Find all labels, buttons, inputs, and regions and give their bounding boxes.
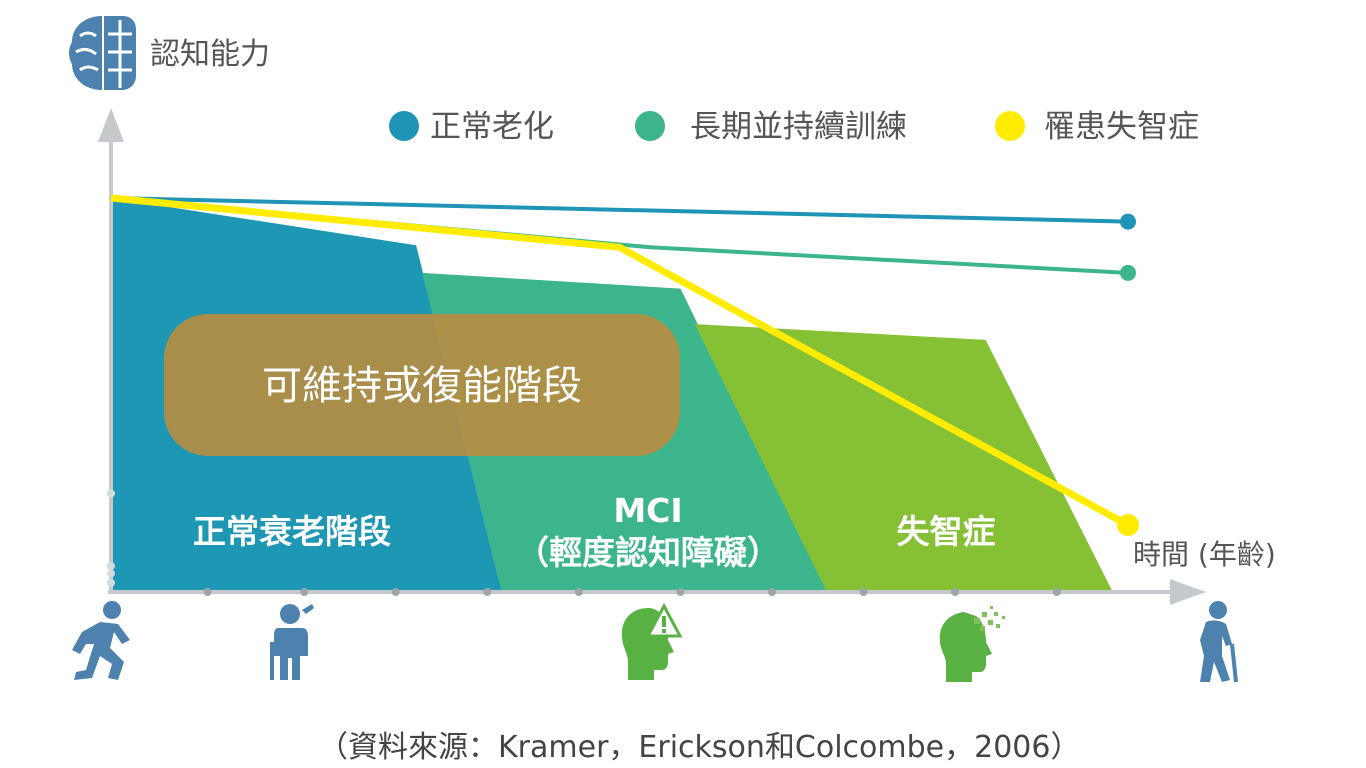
y-axis-title: 認知能力 <box>150 37 270 72</box>
y-axis-tick <box>107 569 115 578</box>
series-line-training-end-marker <box>1120 264 1136 281</box>
series-line-normal-aging-end-marker <box>1120 213 1136 230</box>
y-axis-arrow <box>98 108 124 142</box>
x-axis-tick <box>391 588 400 596</box>
x-axis-tick <box>951 588 960 596</box>
y-axis-tick <box>107 578 115 587</box>
x-axis-tick <box>574 588 583 596</box>
stage-label-dementia: 失智症 <box>897 512 996 551</box>
x-axis-tick <box>483 588 492 596</box>
maintain-restore-band <box>164 314 680 456</box>
stage-area-dementia <box>694 324 1113 592</box>
brain-icon <box>69 16 136 90</box>
elderly-walker-icon <box>1200 601 1238 683</box>
head-warning-icon <box>621 602 683 680</box>
head-dissolving-icon <box>939 606 1005 682</box>
stage-label-mci: MCI <box>613 491 682 530</box>
series-line-dementia <box>110 194 1130 529</box>
legend-dot-dementia <box>995 111 1025 141</box>
legend-label-normal-aging: 正常老化 <box>430 109 554 145</box>
x-axis-tick <box>676 588 685 596</box>
series-lines <box>110 194 1139 537</box>
x-axis-tick <box>1052 588 1061 596</box>
x-axis-tick <box>300 588 309 596</box>
y-axis-tick <box>107 489 115 498</box>
x-axis-title: 時間 (年齡) <box>1133 538 1276 571</box>
x-axis-tick <box>859 588 868 596</box>
source-note: （資料來源：Kramer，Erickson和Colcombe，2006） <box>318 730 1080 765</box>
legend-label-dementia: 罹患失智症 <box>1044 109 1199 145</box>
band-label: 可維持或復能階段 <box>262 363 582 409</box>
x-axis-tick <box>768 588 777 596</box>
legend: 正常老化 長期並持續訓練 罹患失智症 <box>389 109 1199 145</box>
legend-dot-normal-aging <box>389 111 419 141</box>
series-line-normal-aging <box>110 196 1129 224</box>
stage-label-mci-sub: （輕度認知障礙） <box>516 533 780 572</box>
y-axis-tick <box>107 561 115 570</box>
running-person-icon <box>72 601 130 680</box>
stage-label-normal: 正常衰老階段 <box>193 512 391 551</box>
person-with-cane-icon <box>270 604 314 680</box>
legend-label-training: 長期並持續訓練 <box>690 109 907 145</box>
x-axis-arrow <box>1170 579 1206 605</box>
x-axis-tick <box>203 588 212 596</box>
axis-ticks <box>107 489 1061 596</box>
axes <box>98 108 1206 605</box>
legend-dot-training <box>635 111 665 141</box>
series-line-dementia-end-marker <box>1117 514 1139 537</box>
